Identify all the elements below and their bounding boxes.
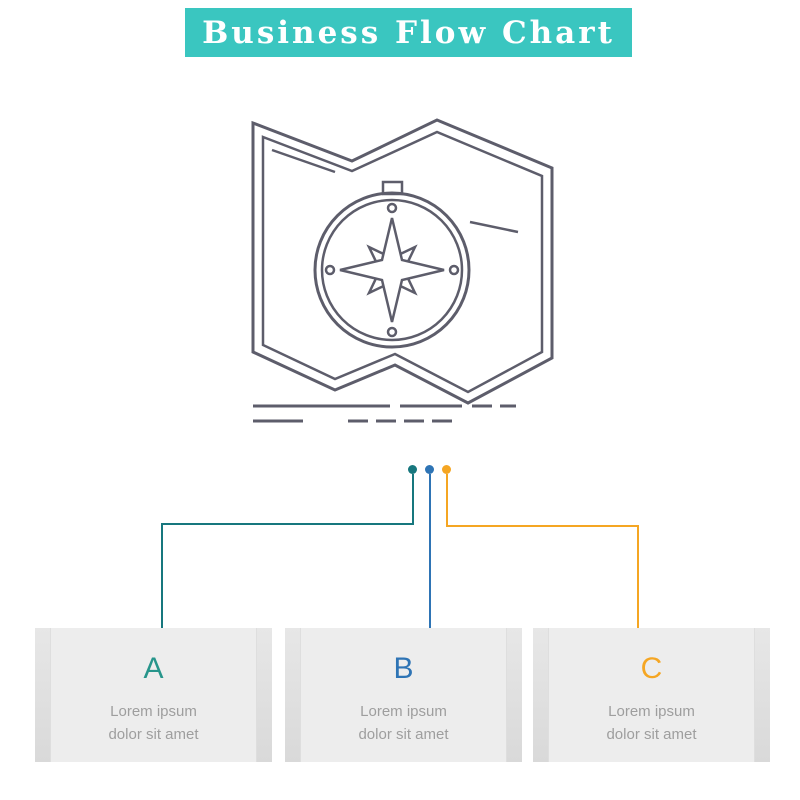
compass-ring bbox=[313, 180, 471, 349]
step-b-text-line1: Lorem ipsum bbox=[360, 703, 447, 720]
step-a-connector-segment bbox=[161, 523, 414, 525]
map-compass-icon bbox=[251, 118, 554, 423]
step-card-c: C Lorem ipsum dolor sit amet bbox=[533, 628, 770, 762]
step-c-connector-segment bbox=[446, 474, 448, 527]
step-card-b: B Lorem ipsum dolor sit amet bbox=[285, 628, 522, 762]
step-c-text: Lorem ipsum dolor sit amet bbox=[533, 700, 770, 746]
title-banner: Business Flow Chart bbox=[185, 8, 632, 57]
step-a-dot bbox=[408, 465, 417, 474]
step-a-text: Lorem ipsum dolor sit amet bbox=[35, 700, 272, 746]
step-a-text-line2: dolor sit amet bbox=[108, 726, 199, 743]
step-c-text-line2: dolor sit amet bbox=[606, 726, 697, 743]
step-a-connector-segment bbox=[412, 474, 414, 525]
step-card-a: A Lorem ipsum dolor sit amet bbox=[35, 628, 272, 762]
step-a-letter: A bbox=[143, 652, 164, 685]
step-b-text-line2: dolor sit amet bbox=[358, 726, 449, 743]
ground-lines bbox=[253, 404, 516, 423]
page-title: Business Flow Chart bbox=[202, 14, 615, 51]
step-c-text-line1: Lorem ipsum bbox=[608, 703, 695, 720]
step-b-connector-segment bbox=[429, 474, 431, 628]
step-b-dot bbox=[425, 465, 434, 474]
compass-rose bbox=[339, 217, 445, 323]
step-a-text-line1: Lorem ipsum bbox=[110, 703, 197, 720]
step-b-letter: B bbox=[393, 652, 414, 685]
map-outline bbox=[251, 118, 554, 405]
step-c-connector-segment bbox=[637, 525, 639, 628]
step-a-connector-segment bbox=[161, 523, 163, 628]
step-c-dot bbox=[442, 465, 451, 474]
step-c-letter: C bbox=[640, 652, 663, 685]
step-b-text: Lorem ipsum dolor sit amet bbox=[285, 700, 522, 746]
step-c-connector-segment bbox=[446, 525, 639, 527]
